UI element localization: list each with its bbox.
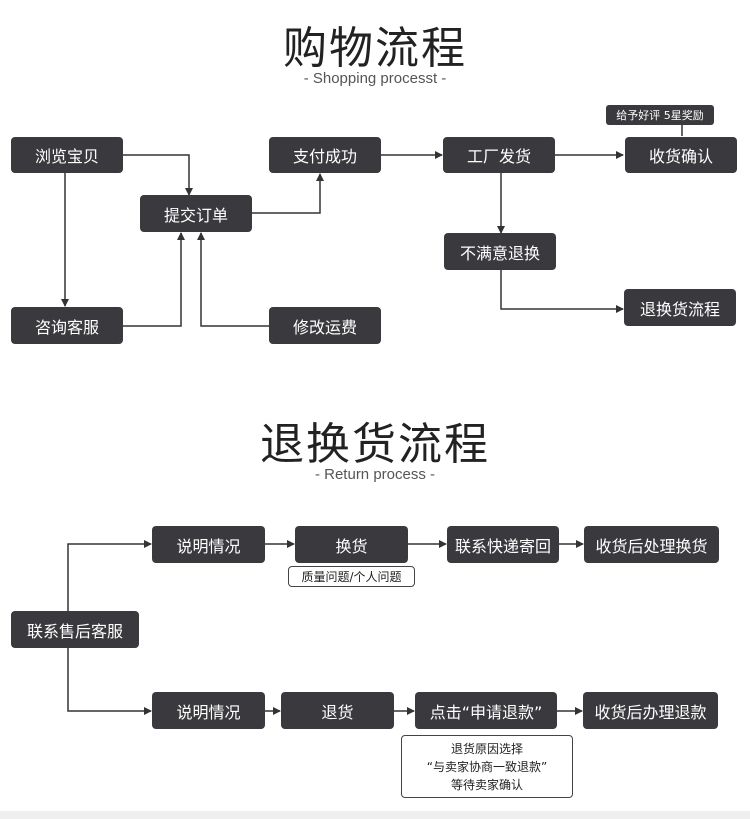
- node-apply-refund: 点击“申请退款”: [415, 692, 557, 729]
- node-explain-top: 说明情况: [152, 526, 265, 563]
- node-payment-success: 支付成功: [269, 137, 381, 173]
- return-process-subtitle: - Return process -: [314, 466, 436, 483]
- shopping-process-title: 购物流程: [283, 23, 467, 74]
- node-modify-shipping: 修改运费: [269, 307, 381, 344]
- node-submit-order: 提交订单: [140, 195, 252, 232]
- node-receipt-confirm: 收货确认: [625, 137, 737, 173]
- node-refund: 退货: [281, 692, 394, 729]
- node-explain-bottom: 说明情况: [152, 692, 265, 729]
- return-process-title: 退换货流程: [260, 419, 490, 470]
- refund-note-line-3: 等待卖家确认: [450, 777, 523, 792]
- refund-note-line-1: 退货原因选择: [450, 741, 523, 756]
- exchange-reason-text: 质量问题/个人问题: [301, 569, 402, 584]
- node-browse: 浏览宝贝: [11, 137, 123, 173]
- node-return-flow: 退换货流程: [624, 289, 736, 326]
- node-factory-ship: 工厂发货: [443, 137, 555, 173]
- review-reward-tag: 给予好评 5星奖励: [606, 105, 714, 125]
- arrow-consult-to-submit: [123, 232, 185, 327]
- refund-reason-note: 退货原因选择 “与卖家协商一致退款” 等待卖家确认: [401, 735, 573, 798]
- node-contact-courier: 联系快递寄回: [447, 526, 559, 563]
- footer-bar: [0, 811, 750, 819]
- node-received-refund: 收货后办理退款: [583, 692, 718, 729]
- node-received-exchange: 收货后处理换货: [584, 526, 719, 563]
- exchange-reason-note: 质量问题/个人问题: [288, 566, 415, 587]
- node-contact-aftersales: 联系售后客服: [11, 611, 139, 648]
- refund-note-line-2: “与卖家协商一致退款”: [426, 759, 548, 774]
- node-unsatisfied-return: 不满意退换: [444, 233, 556, 270]
- arrow-contact-to-explain-top: [67, 540, 152, 611]
- arrow-unsatisfied-to-returnflow: [500, 270, 624, 313]
- node-exchange: 换货: [295, 526, 408, 563]
- node-consult: 咨询客服: [11, 307, 123, 344]
- shopping-process-subtitle: - Shopping processt -: [303, 70, 447, 87]
- arrow-modify-to-submit: [197, 232, 269, 327]
- arrow-browse-to-submit: [123, 154, 193, 196]
- arrow-submit-to-pay: [252, 173, 324, 214]
- arrow-contact-to-explain-bottom: [67, 648, 152, 715]
